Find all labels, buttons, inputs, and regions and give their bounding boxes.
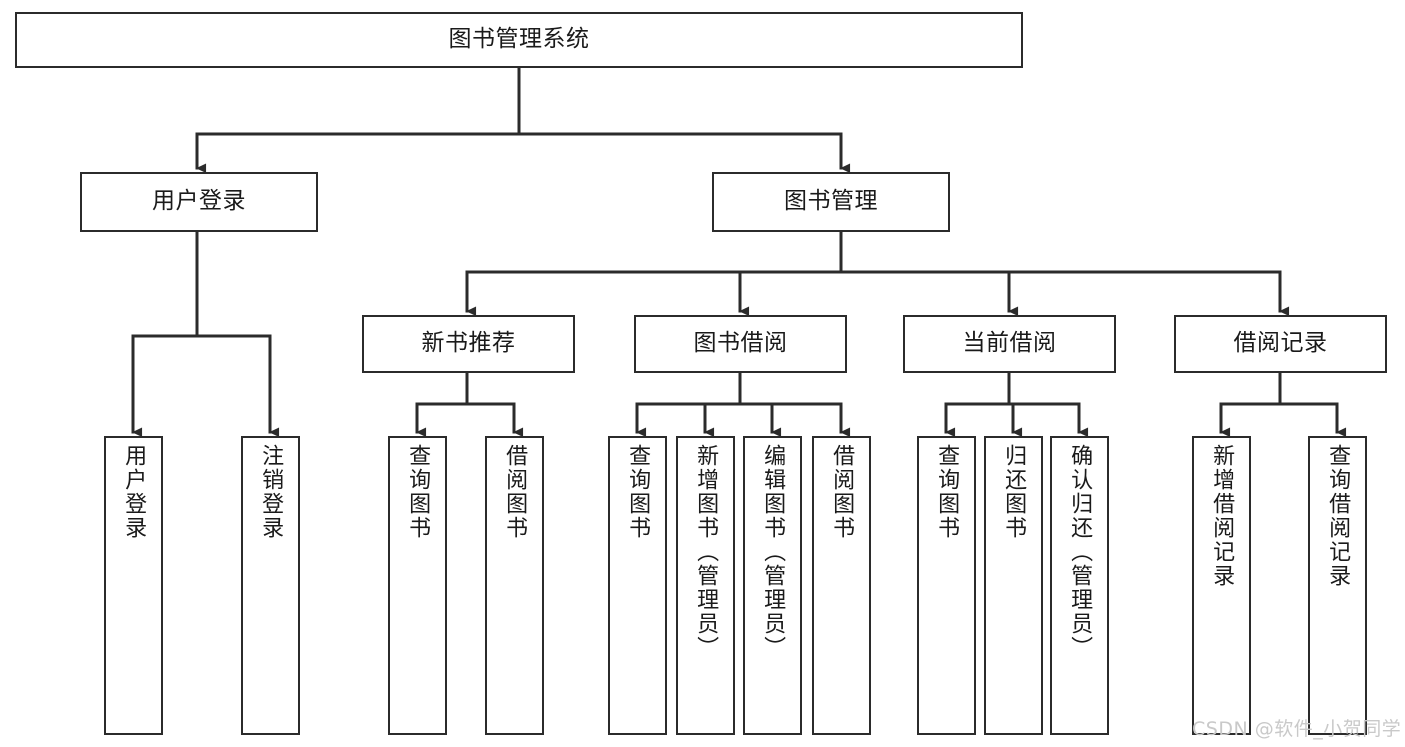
node-leaf-query-book-3-label: 查询图书: [934, 444, 960, 540]
node-root[interactable]: 图书管理系统: [15, 12, 1023, 68]
node-leaf-user-login[interactable]: 用户登录: [104, 436, 163, 735]
node-borrow-record[interactable]: 借阅记录: [1174, 315, 1387, 373]
node-borrow-record-label: 借阅记录: [1233, 330, 1328, 357]
node-leaf-query-book-2-label: 查询图书: [625, 444, 651, 540]
node-leaf-add-book[interactable]: 新增图书（管理员）: [676, 436, 735, 735]
csdn-watermark: CSDN @软件_小贺同学: [1192, 718, 1402, 740]
node-new-book-recommend[interactable]: 新书推荐: [362, 315, 575, 373]
node-leaf-add-book-label: 新增图书（管理员）: [693, 444, 719, 660]
node-leaf-query-record[interactable]: 查询借阅记录: [1308, 436, 1367, 735]
node-leaf-return-book[interactable]: 归还图书: [984, 436, 1043, 735]
node-leaf-add-record-label: 新增借阅记录: [1209, 444, 1235, 588]
node-current-borrow[interactable]: 当前借阅: [903, 315, 1116, 373]
node-leaf-confirm-return[interactable]: 确认归还（管理员）: [1050, 436, 1109, 735]
node-leaf-borrow-book-2[interactable]: 借阅图书: [812, 436, 871, 735]
node-book-borrow-label: 图书借阅: [693, 330, 788, 357]
node-leaf-logout[interactable]: 注销登录: [241, 436, 300, 735]
node-leaf-query-book-1-label: 查询图书: [405, 444, 431, 540]
node-leaf-edit-book[interactable]: 编辑图书（管理员）: [743, 436, 802, 735]
node-leaf-confirm-return-label: 确认归还（管理员）: [1067, 444, 1093, 660]
node-leaf-user-login-label: 用户登录: [121, 444, 147, 540]
node-user-login[interactable]: 用户登录: [80, 172, 318, 232]
node-current-borrow-label: 当前借阅: [962, 330, 1057, 357]
node-leaf-query-book-2[interactable]: 查询图书: [608, 436, 667, 735]
node-leaf-borrow-book-1-label: 借阅图书: [502, 444, 528, 540]
node-root-label: 图书管理系统: [448, 26, 590, 53]
node-leaf-add-record[interactable]: 新增借阅记录: [1192, 436, 1251, 735]
node-leaf-edit-book-label: 编辑图书（管理员）: [760, 444, 786, 660]
node-new-book-recommend-label: 新书推荐: [421, 330, 516, 357]
node-book-manage-label: 图书管理: [784, 188, 878, 215]
node-leaf-borrow-book-1[interactable]: 借阅图书: [485, 436, 544, 735]
node-book-borrow[interactable]: 图书借阅: [634, 315, 847, 373]
node-leaf-query-record-label: 查询借阅记录: [1325, 444, 1351, 588]
node-leaf-borrow-book-2-label: 借阅图书: [829, 444, 855, 540]
node-leaf-query-book-1[interactable]: 查询图书: [388, 436, 447, 735]
node-leaf-query-book-3[interactable]: 查询图书: [917, 436, 976, 735]
node-book-manage[interactable]: 图书管理: [712, 172, 950, 232]
node-user-login-label: 用户登录: [152, 188, 246, 215]
node-leaf-logout-label: 注销登录: [258, 444, 284, 540]
node-leaf-return-book-label: 归还图书: [1001, 444, 1027, 540]
